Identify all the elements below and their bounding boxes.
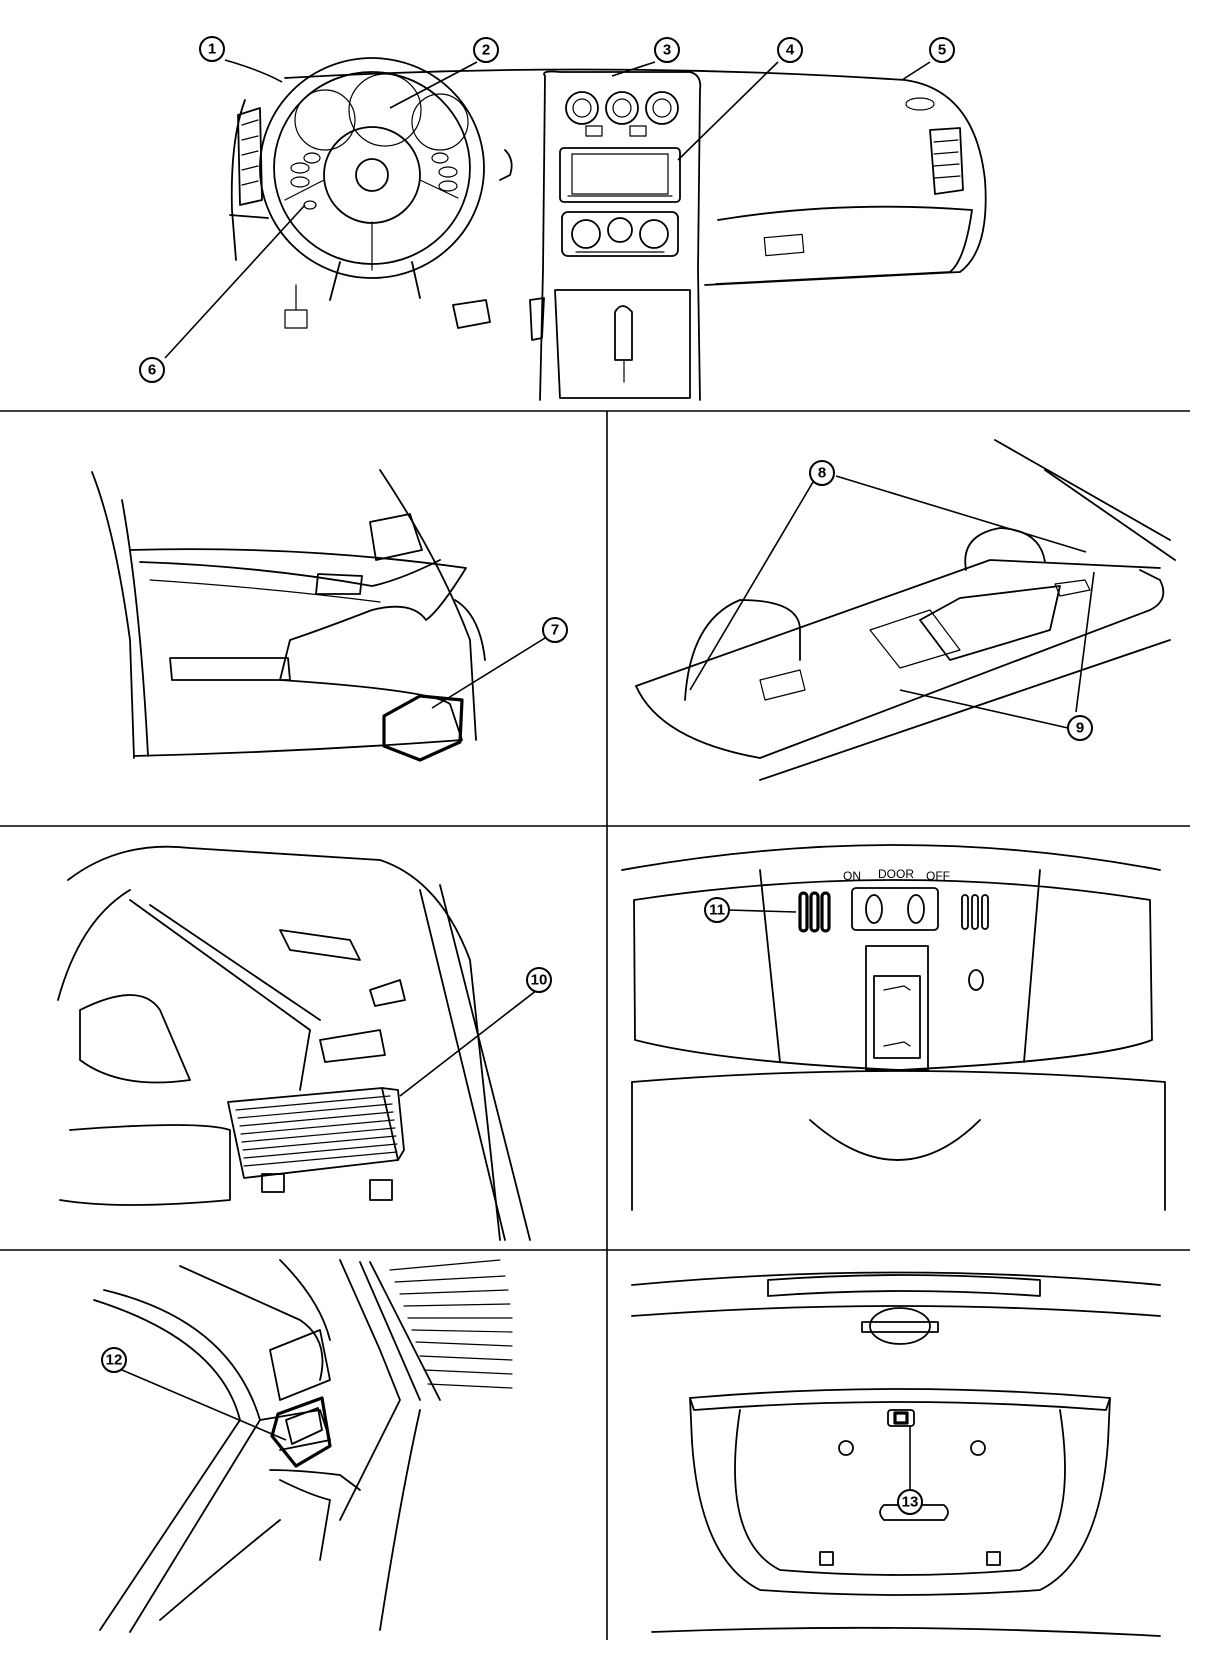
overhead-console-view: ON DOOR OFF bbox=[621, 844, 1166, 1211]
svg-text:11: 11 bbox=[709, 902, 725, 919]
front-door-speaker bbox=[382, 694, 464, 762]
callout-10: 10 bbox=[526, 967, 552, 993]
callout-3: 3 bbox=[654, 37, 680, 63]
leader-lines bbox=[121, 59, 1095, 1490]
svg-text:10: 10 bbox=[531, 972, 548, 989]
callout-11: 11 bbox=[704, 897, 730, 923]
callout-13: 13 bbox=[897, 1489, 923, 1515]
svg-text:6: 6 bbox=[148, 362, 156, 379]
lamp-switch-on-label: ON bbox=[843, 869, 861, 883]
instrument-panel-view bbox=[229, 57, 987, 401]
svg-text:5: 5 bbox=[938, 42, 946, 59]
lamp-switch-door-label: DOOR bbox=[878, 867, 914, 881]
front-door-view bbox=[91, 469, 486, 762]
svg-text:8: 8 bbox=[818, 465, 826, 482]
lamp-switch-off-label: OFF bbox=[926, 869, 950, 883]
callout-2: 2 bbox=[473, 37, 499, 63]
callout-1: 1 bbox=[199, 36, 225, 62]
svg-text:9: 9 bbox=[1076, 720, 1084, 737]
callout-12: 12 bbox=[101, 1347, 127, 1373]
rear-view-camera bbox=[887, 1409, 915, 1427]
svg-text:1: 1 bbox=[208, 41, 216, 58]
callout-5: 5 bbox=[929, 37, 955, 63]
svg-text:7: 7 bbox=[551, 622, 559, 639]
antenna-amplifier-module bbox=[270, 1396, 332, 1468]
callout-7: 7 bbox=[542, 617, 568, 643]
svg-text:2: 2 bbox=[482, 42, 490, 59]
rear-pillar-view bbox=[93, 1259, 513, 1633]
rear-parcel-shelf-view bbox=[635, 439, 1176, 781]
svg-text:12: 12 bbox=[106, 1352, 123, 1369]
callout-4: 4 bbox=[777, 37, 803, 63]
trunk-lid-view bbox=[631, 1271, 1161, 1637]
svg-text:3: 3 bbox=[663, 42, 671, 59]
svg-text:13: 13 bbox=[902, 1494, 919, 1511]
callout-8: 8 bbox=[809, 460, 835, 486]
trunk-amplifier-view bbox=[57, 845, 531, 1241]
amplifier-unit bbox=[227, 1087, 405, 1201]
panel-dividers bbox=[0, 410, 1190, 1640]
callout-6: 6 bbox=[139, 357, 165, 383]
svg-text:4: 4 bbox=[786, 42, 795, 59]
callout-9: 9 bbox=[1067, 715, 1093, 741]
microphone-grille bbox=[798, 891, 831, 933]
